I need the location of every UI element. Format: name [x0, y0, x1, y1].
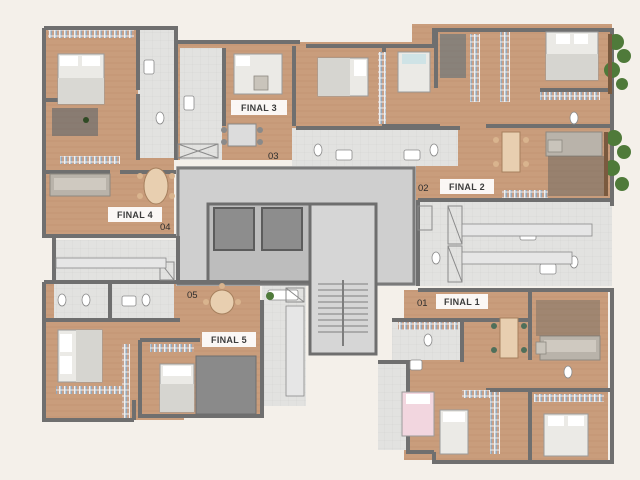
shelf — [122, 344, 130, 418]
shelf — [150, 344, 194, 352]
kitchen-counter — [55, 223, 593, 397]
sofa-icon — [49, 173, 111, 197]
elevator-shaft — [261, 207, 303, 251]
rug — [536, 300, 600, 336]
planter — [608, 34, 612, 94]
bed-icon — [401, 391, 435, 437]
shelf — [534, 394, 604, 402]
rug — [548, 156, 604, 196]
rug — [52, 108, 98, 136]
shower-icon — [159, 143, 463, 303]
shelf — [470, 34, 480, 102]
unit-label-text: FINAL 3 — [241, 103, 277, 113]
shelf — [502, 190, 548, 198]
dining-table-icon — [137, 167, 175, 205]
bed-icon — [57, 53, 105, 105]
rug — [440, 34, 466, 78]
bed-icon — [317, 57, 369, 97]
unit-label-text: FINAL 5 — [211, 335, 247, 345]
bed-icon — [159, 363, 195, 413]
stairs-icon — [318, 280, 368, 346]
shelf — [56, 386, 126, 394]
building-core — [206, 202, 378, 356]
unit-number-01: 01 — [417, 298, 428, 309]
unit-number-02: 02 — [418, 183, 429, 194]
unit-label-final-2: FINAL 2 — [440, 179, 494, 194]
shelf — [48, 30, 134, 38]
bed-icon — [543, 413, 589, 457]
unit-number-04: 04 — [160, 222, 171, 233]
elevator-shaft — [213, 207, 255, 251]
dining-table-icon — [221, 123, 263, 147]
shelf — [378, 52, 386, 124]
unit-label-final-1: FINAL 1 — [436, 294, 488, 309]
unit-number-03: 03 — [268, 151, 279, 162]
armchair-icon — [253, 75, 563, 355]
shelf — [398, 322, 458, 330]
bed-icon — [57, 329, 103, 383]
shelf — [60, 156, 120, 164]
unit-number-05: 05 — [187, 290, 198, 301]
shelf — [490, 392, 500, 454]
unit-label-final-4: FINAL 4 — [108, 207, 162, 222]
unit-label-text: FINAL 4 — [117, 210, 153, 220]
sofa-icon — [195, 355, 257, 415]
bed-icon — [233, 53, 283, 95]
bed-icon — [397, 51, 431, 93]
unit-label-text: FINAL 1 — [444, 297, 480, 307]
planter — [604, 132, 608, 196]
dining-table-icon — [203, 283, 241, 315]
dining-table-icon — [491, 317, 527, 359]
toilet-icon — [57, 111, 579, 379]
bed-icon — [545, 31, 599, 81]
shelf — [462, 390, 490, 398]
walls — [42, 26, 614, 464]
sofa-icon — [539, 335, 601, 361]
unit-label-final-3: FINAL 3 — [231, 100, 287, 115]
dining-table-icon — [493, 131, 529, 173]
unit-label-final-5: FINAL 5 — [202, 332, 256, 347]
unit-label-text: FINAL 2 — [449, 182, 485, 192]
shelf — [540, 92, 600, 100]
shelf — [500, 32, 510, 102]
bed-icon — [439, 409, 469, 455]
